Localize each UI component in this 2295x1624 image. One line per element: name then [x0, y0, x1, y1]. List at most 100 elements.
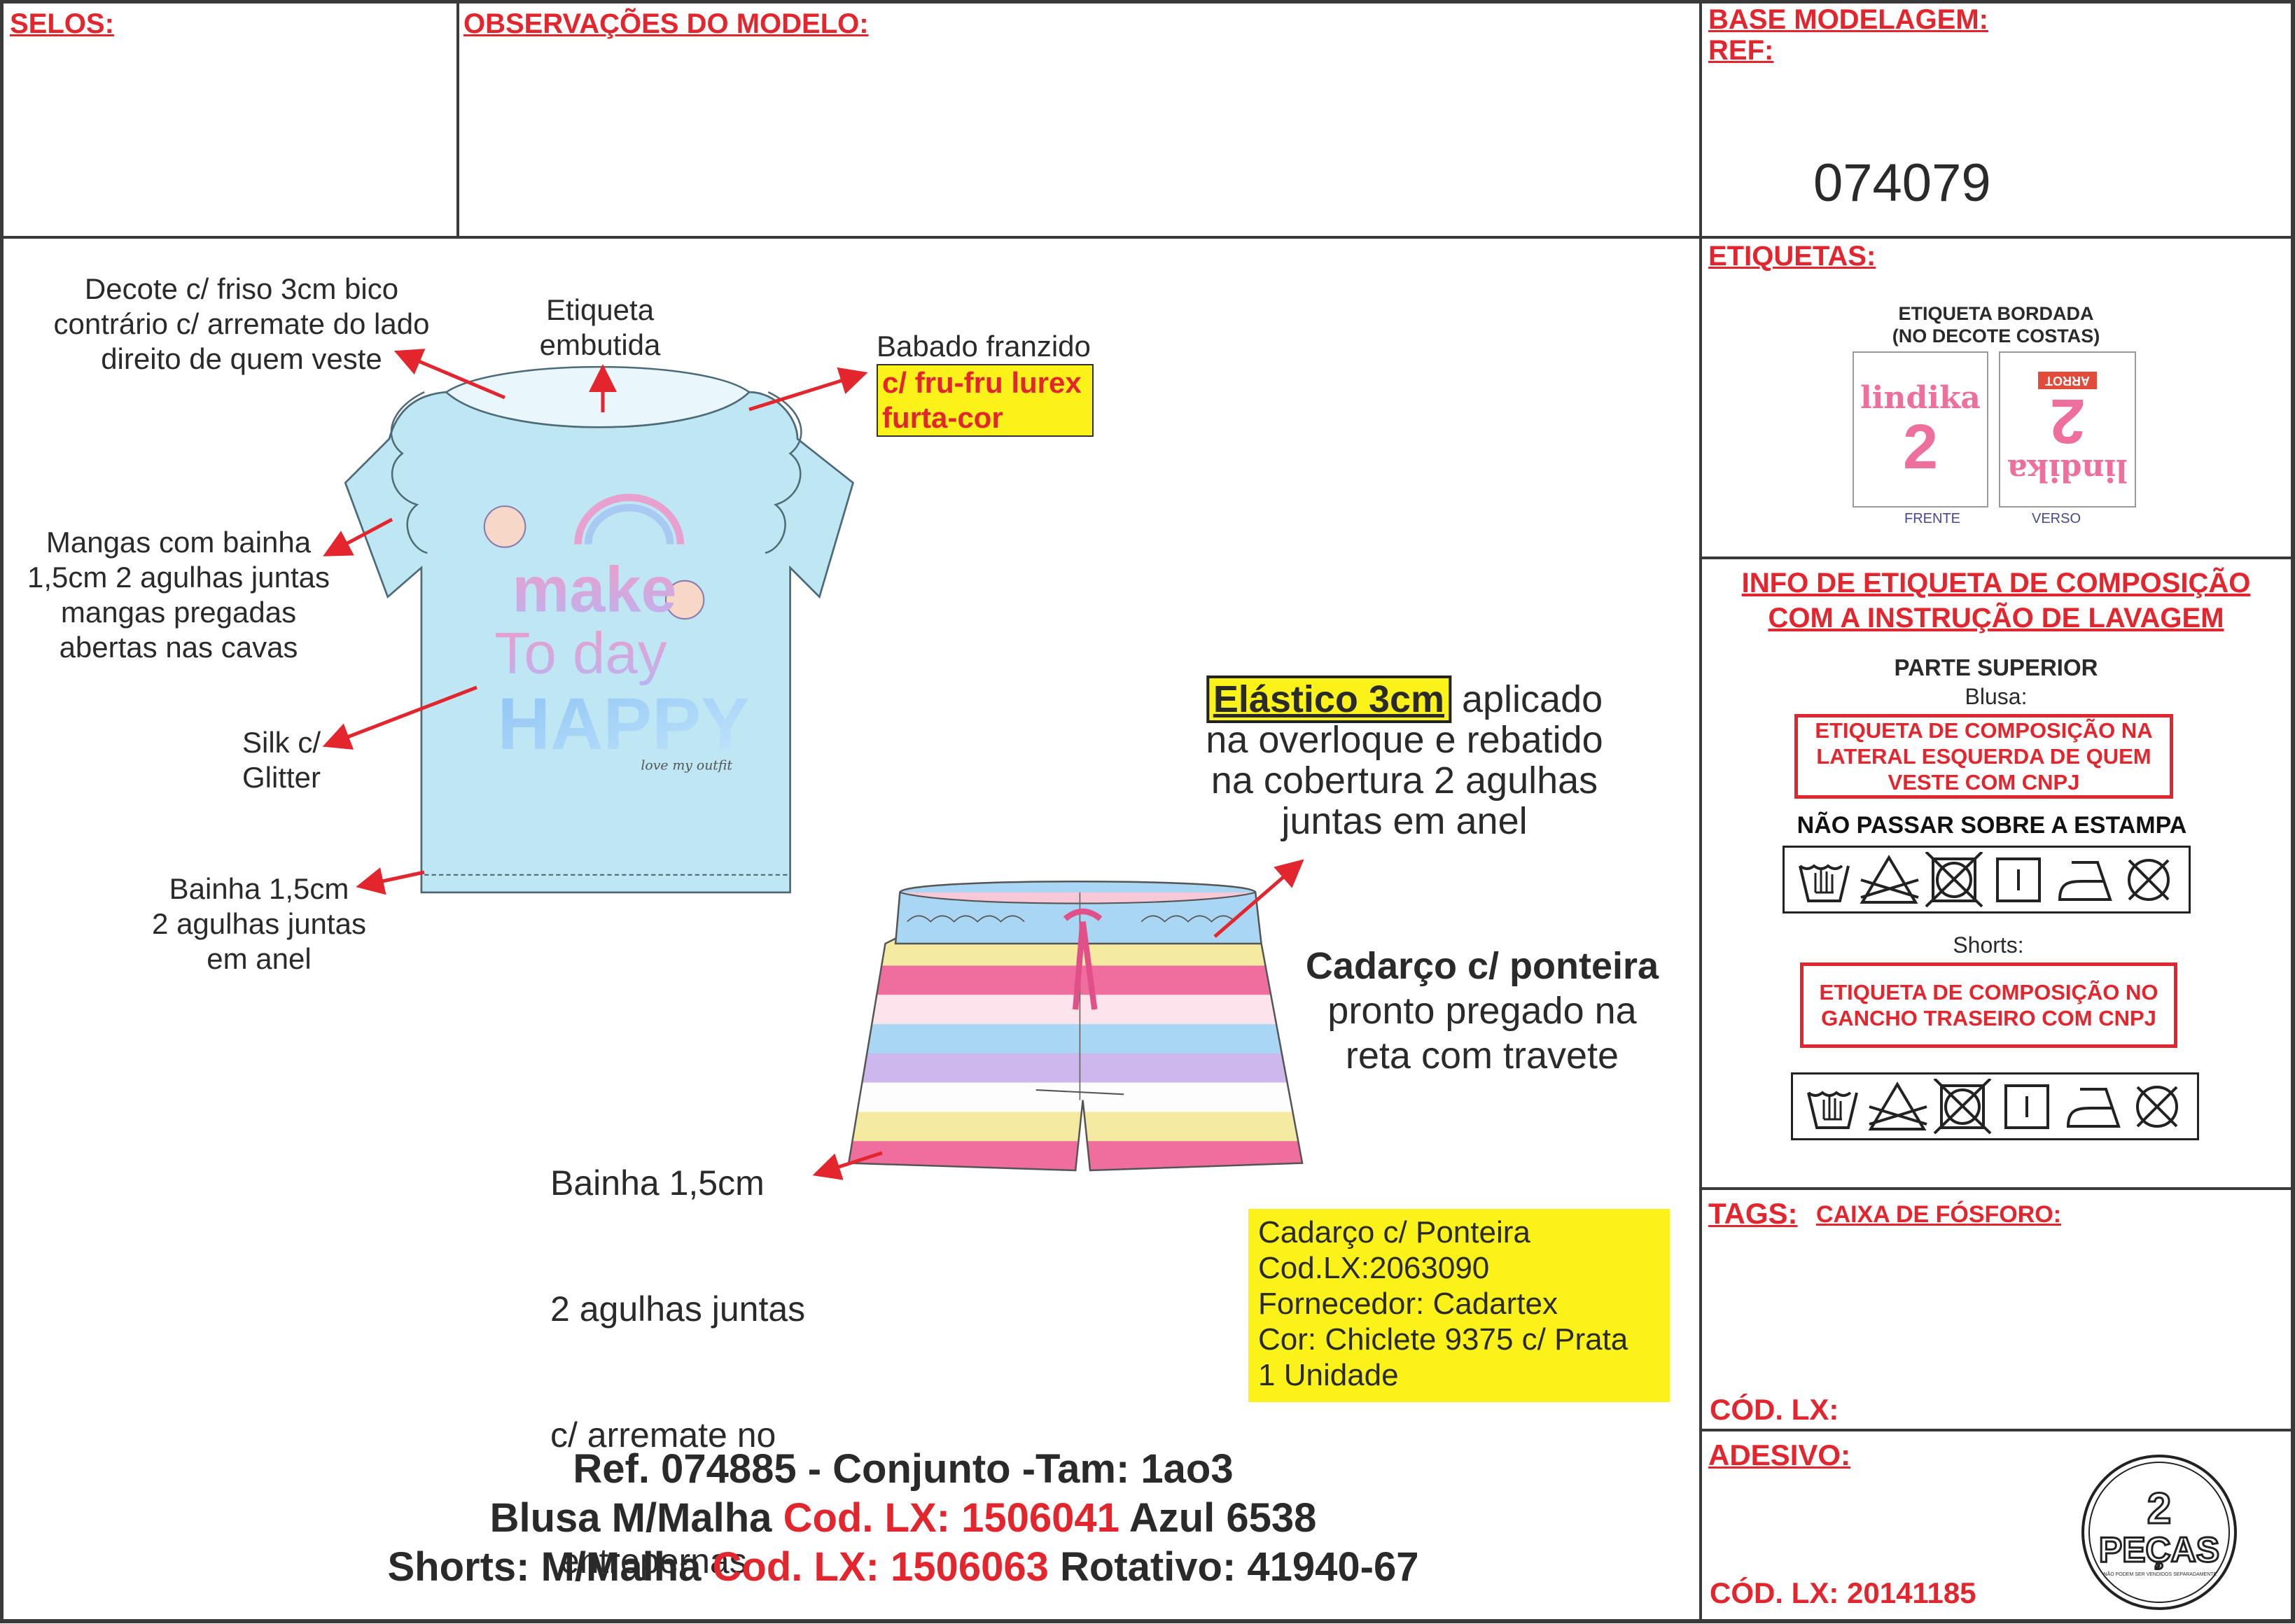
composicao-heading: INFO DE ETIQUETA DE COMPOSIÇÃO COM A INS… — [1742, 566, 2251, 636]
subtitle-line: ETIQUETA BORDADA — [1898, 303, 2094, 324]
iron-icon — [2067, 1087, 2121, 1128]
note-line: Fornecedor: Cadartex — [1258, 1287, 1558, 1321]
iron-icon — [2058, 860, 2113, 901]
box-line: ETIQUETA DE COMPOSIÇÃO NO — [1819, 980, 2158, 1004]
label-back-caption: VERSO — [2031, 511, 2081, 526]
divider-top-row — [0, 236, 2295, 239]
tags-cod-lx: CÓD. LX: — [1710, 1393, 1839, 1426]
shorts-label: Shorts: — [1953, 932, 2024, 958]
callout-line: reta com travete — [1345, 1035, 1619, 1077]
callout-line: Etiqueta — [545, 293, 655, 326]
heading-line: INFO DE ETIQUETA DE COMPOSIÇÃO — [1741, 568, 2251, 598]
callout-elastico: Elástico 3cm aplicado na overloque e reb… — [1206, 676, 1603, 842]
note-line: Cor: Chiclete 9375 c/ Prata — [1258, 1322, 1628, 1357]
label-brand: lindika — [2007, 451, 2128, 488]
two-pieces-seal: 2 PEÇAS *NÃO PODEM SER VENDIDOS SEPARADA… — [2081, 1455, 2237, 1610]
divider-adesivo — [1701, 1429, 2295, 1432]
callout-line: Mangas com bainha — [46, 526, 312, 559]
iron-warning: NÃO PASSAR SOBRE A ESTAMPA — [1797, 812, 2187, 839]
frame-top — [0, 0, 2295, 4]
blusa-label: Blusa: — [1965, 684, 2028, 709]
no-dry-clean-icon — [2136, 1085, 2179, 1128]
print-text-make: make — [512, 554, 677, 626]
shorts-composition-box: ETIQUETA DE COMPOSIÇÃO NO GANCHO TRASEIR… — [1800, 962, 2177, 1048]
note-line: Cod.LX:2063090 — [1258, 1251, 1490, 1285]
callout-line: c/ arremate no — [550, 1415, 776, 1455]
divider-selos — [456, 0, 459, 237]
no-bleach-icon — [1860, 854, 1919, 904]
callout-line: Bainha 1,5cm — [169, 872, 349, 905]
box-line: LATERAL ESQUERDA DE QUEM — [1816, 744, 2151, 769]
care-symbols-shorts — [1791, 1072, 2199, 1140]
shorts-code: Cod. LX: 1506063 — [712, 1544, 1049, 1590]
callout-decote: Decote c/ friso 3cm bico contrário c/ ar… — [54, 272, 430, 377]
label-back: ARROT 2 lindika — [1999, 351, 2136, 507]
ref-heading: REF: — [1708, 35, 1774, 66]
callout-line: entrepernas — [550, 1541, 747, 1581]
summary-text: Shorts: M/Malha — [387, 1544, 713, 1590]
line-dry-icon — [1996, 857, 2042, 902]
ref-value: 074079 — [1813, 153, 1991, 213]
frame-left — [0, 0, 4, 1623]
summary-line-3: Shorts: M/Malha Cod. LX: 1506063 Rotativ… — [388, 1543, 1419, 1592]
blusa-composition-box: ETIQUETA DE COMPOSIÇÃO NA LATERAL ESQUER… — [1794, 714, 2173, 799]
line-dry-icon — [2004, 1084, 2050, 1129]
label-brand: lindika — [1860, 380, 1981, 416]
callout-line: Silk c/ — [242, 726, 321, 759]
adesivo-cod-lx: CÓD. LX: 20141185 — [1710, 1576, 1976, 1609]
parte-superior: PARTE SUPERIOR — [1894, 654, 2098, 680]
etiqueta-bordada-title: ETIQUETA BORDADA (NO DECOTE COSTAS) — [1892, 302, 2100, 347]
callout-line: direito de quem veste — [101, 342, 382, 375]
seal-small-text: *NÃO PODEM SER VENDIDOS SEPARADAMENTE — [2101, 1572, 2217, 1577]
no-bleach-icon — [1868, 1081, 1927, 1130]
callout-line: mangas pregadas — [60, 596, 297, 629]
summary-text: Rotativo: 41940-67 — [1048, 1544, 1419, 1590]
label-size: 2 — [1902, 412, 1939, 482]
label-front-caption: FRENTE — [1904, 511, 1960, 526]
subtitle-line: (NO DECOTE COSTAS) — [1892, 326, 2100, 346]
callout-line: na overloque e rebatido — [1206, 719, 1603, 761]
blusa-code: Cod. LX: 1506041 — [783, 1495, 1119, 1541]
callout-line: na cobertura 2 agulhas — [1211, 760, 1598, 802]
callout-line: 2 agulhas juntas — [550, 1289, 806, 1329]
label-front: lindika 2 — [1853, 351, 1988, 507]
callout-title: Cadarço c/ ponteira — [1305, 945, 1659, 987]
callout-line: furta-cor — [882, 401, 1003, 434]
shirt-drawing: make To day HAPPY love my outfit — [344, 365, 855, 894]
no-tumble-dry-icon — [1925, 851, 1983, 907]
base-modelagem-heading: BASE MODELAGEM: — [1708, 4, 1988, 35]
summary-text: Blusa M/Malha — [489, 1495, 783, 1541]
summary-line-1: Ref. 074885 - Conjunto -Tam: 1ao3 — [573, 1446, 1234, 1492]
divider-right-column — [1699, 0, 1702, 1623]
callout-cadarco: Cadarço c/ ponteira pronto pregado na re… — [1306, 944, 1659, 1078]
print-text-today: To day — [494, 620, 667, 685]
supplier-note: Cadarço c/ Ponteira Cod.LX:2063090 Forne… — [1248, 1209, 1670, 1402]
frame-right — [2291, 0, 2295, 1623]
callout-line: Elástico 3cm aplicado — [1206, 676, 1603, 723]
callout-line: juntas em anel — [1281, 800, 1528, 842]
callout-line: Decote c/ friso 3cm bico — [84, 272, 399, 305]
callout-text: aplicado — [1451, 678, 1603, 720]
summary-line-2: Blusa M/Malha Cod. LX: 1506041 Azul 6538 — [490, 1494, 1317, 1543]
garment-illustration: make To day HAPPY love my outfit — [322, 349, 1304, 1180]
etiquetas-heading: ETIQUETAS: — [1708, 241, 1876, 272]
hand-wash-icon — [1806, 1090, 1858, 1129]
observacoes-heading: OBSERVAÇÕES DO MODELO: — [463, 8, 869, 39]
callout-silk: Silk c/ Glitter — [242, 725, 321, 795]
seal-number: 2 — [2146, 1484, 2172, 1533]
callout-line: 1,5cm 2 agulhas juntas — [27, 561, 330, 594]
callout-babado: Babado franzido c/ fru-fru lurex furta-c… — [877, 329, 1094, 437]
callout-bainha-shorts: Bainha 1,5cm 2 agulhas juntas c/ arremat… — [550, 1078, 805, 1624]
care-symbols-blusa — [1783, 846, 2191, 913]
no-dry-clean-icon — [2128, 858, 2170, 901]
callout-line: Bainha 1,5cm — [550, 1163, 765, 1203]
note-line: 1 Unidade — [1258, 1358, 1399, 1392]
divider-etiquetas — [1701, 556, 2295, 559]
divider-tags — [1701, 1187, 2295, 1190]
callout-line: em anel — [207, 942, 312, 975]
callout-line: Babado franzido — [877, 330, 1091, 363]
callout-line: pronto pregado na — [1327, 990, 1637, 1032]
callout-line: Glitter — [242, 761, 321, 794]
elastico-highlight: Elástico 3cm — [1206, 676, 1451, 723]
tags-heading: TAGS: — [1708, 1197, 1798, 1230]
